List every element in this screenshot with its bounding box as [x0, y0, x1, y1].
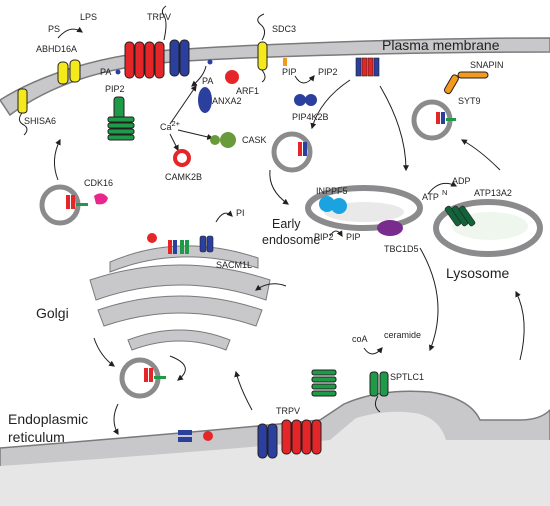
ps-label: PS — [48, 24, 60, 34]
anxa2-label: ANXA2 — [212, 96, 242, 106]
atp13a2-label: ATP13A2 — [474, 188, 512, 198]
inppf5-label: INPPF5 — [316, 186, 348, 196]
coa-label: coA — [352, 334, 368, 344]
pip2-endo-label: PIP2 — [314, 232, 334, 242]
syt9-label: SYT9 — [458, 96, 481, 106]
cask-protein — [220, 132, 236, 148]
er-label-2: reticulum — [8, 429, 65, 445]
ps-to-lps-arrow — [57, 26, 83, 39]
er-small-protein — [178, 430, 213, 442]
camk2b-protein — [173, 149, 191, 167]
ca-label: Ca2+ — [160, 119, 181, 132]
vesicle-syt9 — [414, 102, 456, 138]
pip4k2b-protein — [294, 94, 317, 106]
pa-right-icon — [207, 59, 213, 65]
vesicle-endocytic — [274, 134, 310, 170]
vesicle-left — [42, 187, 88, 223]
anxa2-protein — [198, 87, 212, 113]
lysosome-label: Lysosome — [446, 265, 510, 281]
pip-lipid-icon — [283, 58, 287, 66]
pa-left-label: PA — [100, 67, 111, 77]
abhd16a-protein — [57, 59, 81, 85]
snapin-protein — [457, 71, 489, 79]
early-endosome-label-1: Early — [272, 217, 301, 231]
golgi-label: Golgi — [36, 305, 69, 321]
camk2b-label: CAMK2B — [165, 172, 202, 182]
inppf5-protein — [319, 196, 335, 212]
arf1-protein — [225, 70, 239, 84]
plasma-membrane-label: Plasma membrane — [382, 37, 500, 53]
trpv-pm-channel — [124, 5, 190, 79]
syt9-protein — [444, 74, 459, 95]
adp-label: ADP — [452, 176, 471, 186]
pi-label: PI — [236, 208, 245, 218]
cdk16-label: CDK16 — [84, 178, 113, 188]
trpv-er-channel — [257, 369, 337, 459]
cdk16-protein — [94, 193, 108, 205]
pip4k2b-label: PIP4K2B — [292, 112, 329, 122]
shisa6-protein — [17, 88, 28, 136]
pip-pm-label: PIP — [282, 67, 297, 77]
golgi-proteins — [147, 233, 214, 254]
trpv-er-label: TRPV — [276, 406, 300, 416]
abhd16a-label: ABHD16A — [36, 44, 77, 54]
lps-label: LPS — [80, 12, 97, 22]
arf1-label: ARF1 — [236, 86, 259, 96]
atp-label: ATP — [422, 192, 439, 202]
membrane-multipass-protein — [355, 57, 380, 77]
sdc3-protein — [257, 13, 268, 83]
vesicle-golgi — [122, 360, 166, 396]
cask-label: CASK — [242, 135, 267, 145]
pa-right-label: PA — [202, 76, 213, 86]
pip-endo-label: PIP — [346, 232, 361, 242]
pip2-pm-label: PIP2 — [318, 67, 338, 77]
snapin-label: SNAPIN — [470, 60, 504, 70]
shisa6-label: SHISA6 — [24, 116, 56, 126]
ceramide-label: ceramide — [384, 330, 421, 340]
er-label-1: Endoplasmic — [8, 411, 88, 427]
tbc1d5-label: TBC1D5 — [384, 244, 419, 254]
sptlc1-protein — [369, 371, 389, 413]
membrane-green-protein — [107, 96, 135, 141]
trpv-pm-label: TRPV — [147, 12, 171, 22]
early-endosome-label-2: endosome — [262, 233, 320, 247]
sdc3-label: SDC3 — [272, 24, 296, 34]
golgi-apparatus — [89, 245, 271, 351]
pip2-left-label: PIP2 — [105, 84, 125, 94]
pa-lipid-icon — [115, 69, 121, 75]
atp13a2-protein — [444, 205, 476, 227]
sptlc1-label: SPTLC1 — [390, 372, 424, 382]
n-label: N — [442, 188, 447, 197]
tbc1d5-protein — [377, 220, 403, 236]
sacm1l-label: SACM1L — [216, 260, 252, 270]
